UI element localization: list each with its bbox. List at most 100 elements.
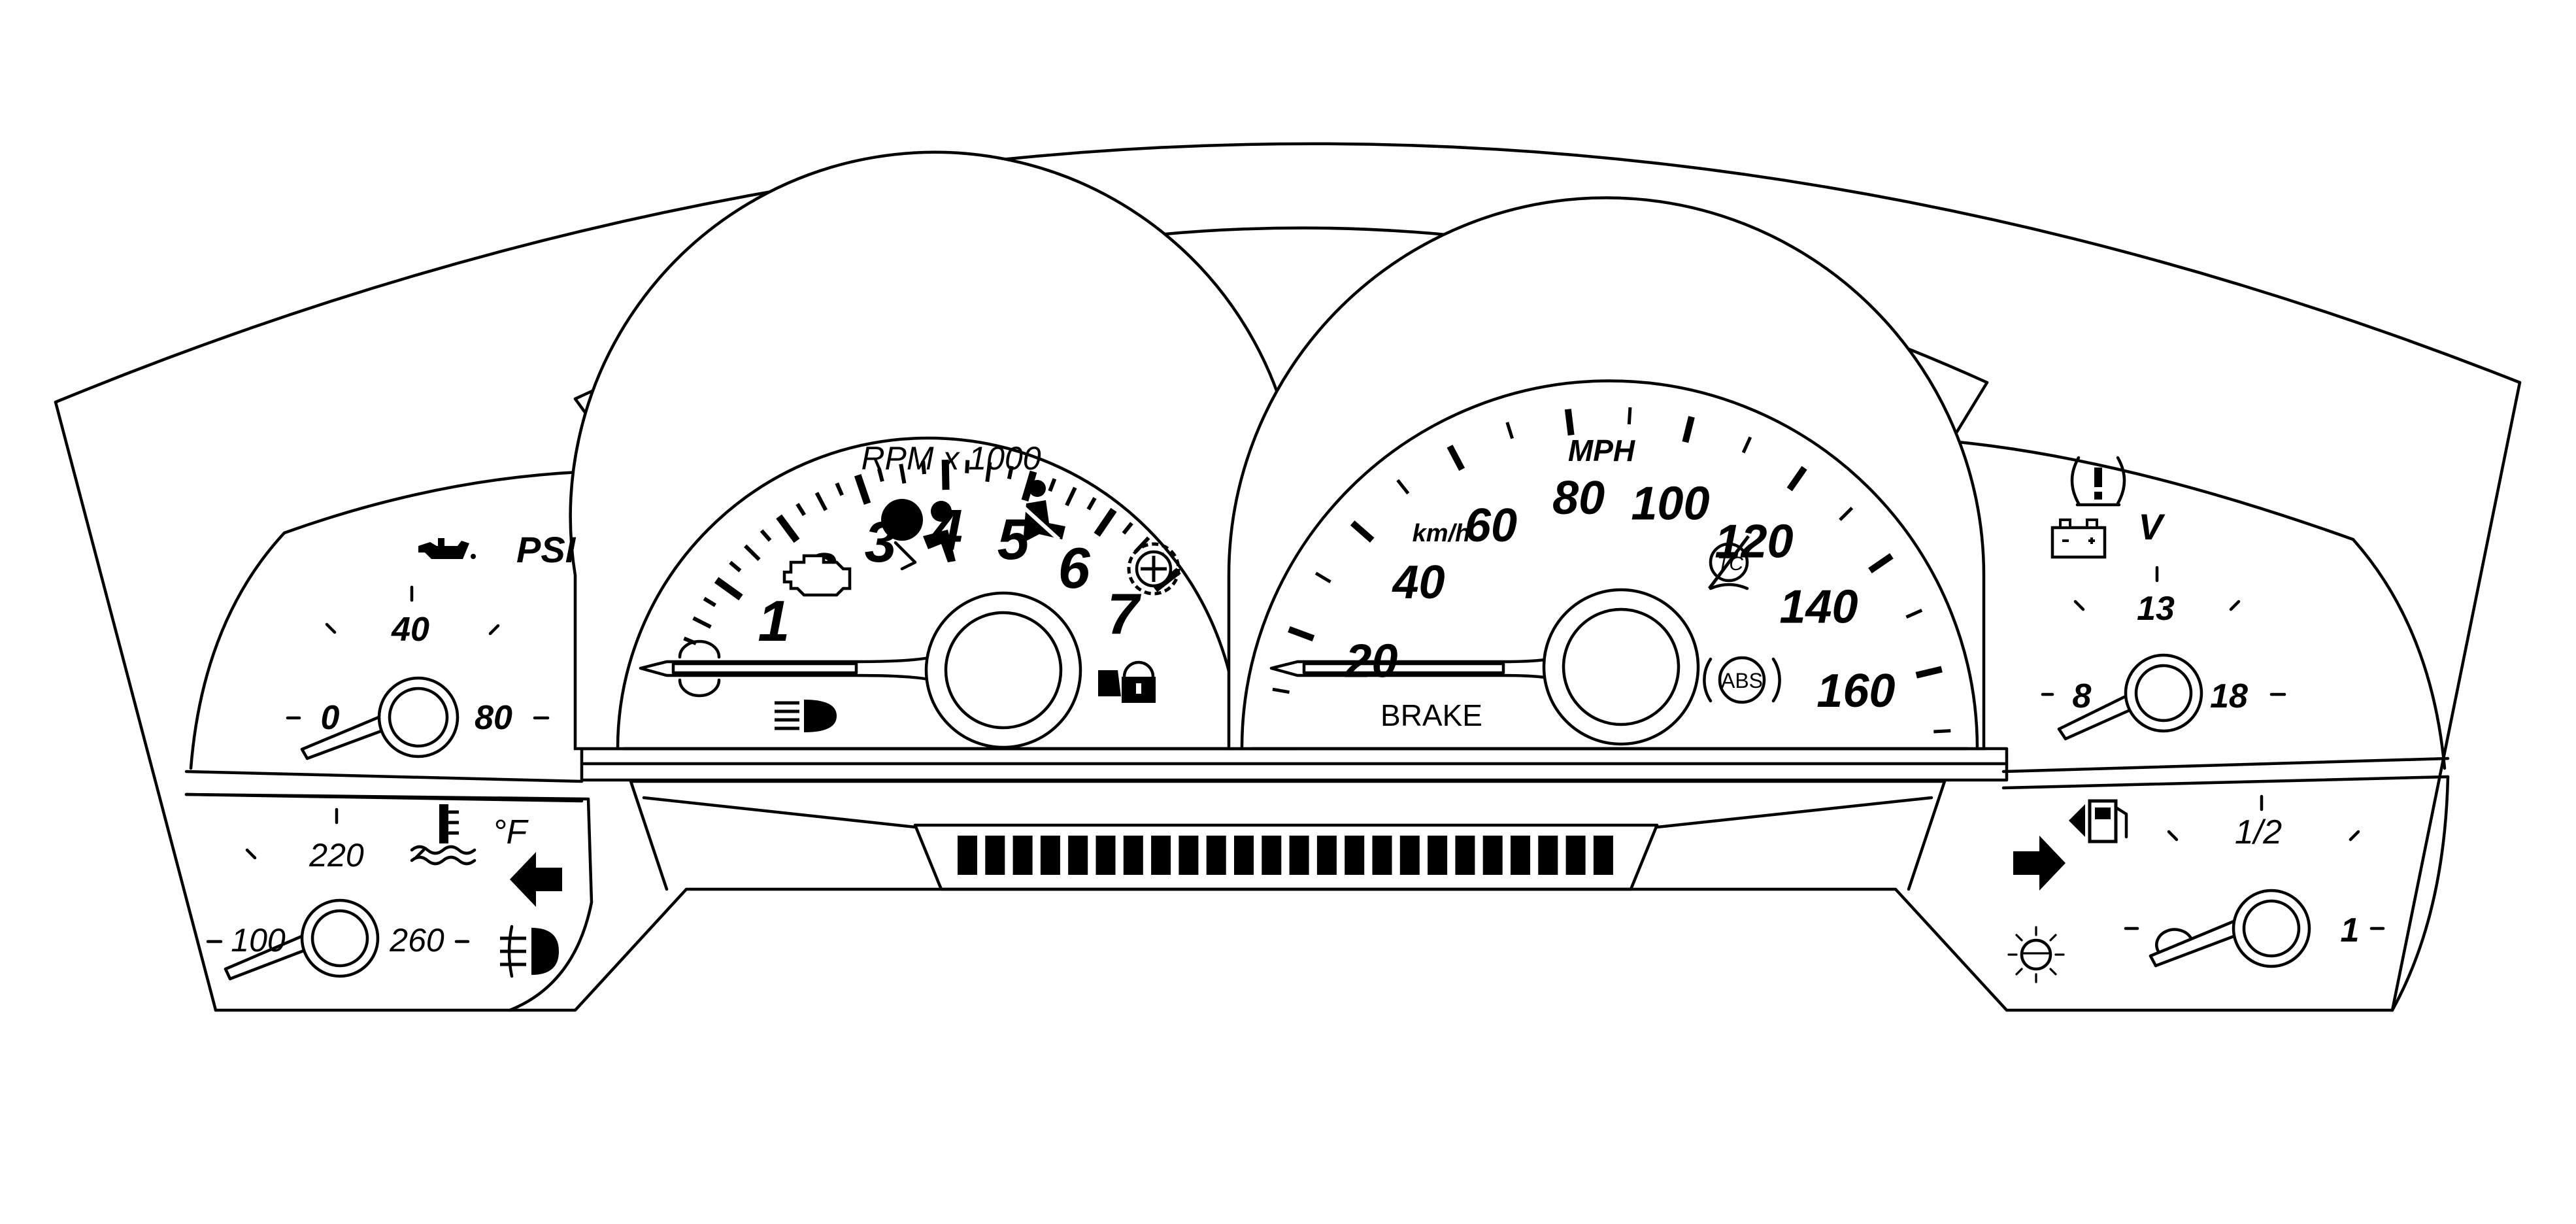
speedometer-ticks: [1272, 407, 1951, 734]
odometer-segment: [1068, 836, 1088, 875]
tach-tick: [899, 464, 907, 484]
tach-tick: [776, 514, 800, 543]
tach-tick: [1122, 522, 1133, 535]
odometer-segment: [1399, 836, 1420, 875]
tach-tick: [703, 596, 716, 607]
oil-can-icon: [418, 538, 476, 559]
odometer-segment: [1593, 836, 1613, 875]
speed-tick: [1868, 553, 1894, 573]
temp-label-260: 260: [389, 922, 444, 959]
battery-icon: [2050, 518, 2107, 559]
tach-tick: [854, 473, 871, 505]
odometer-segment: [1040, 836, 1060, 875]
tach-tick: [1086, 497, 1097, 511]
speed-label-100: 100: [1631, 477, 1709, 530]
speed-tick: [1314, 571, 1331, 584]
tire-pressure-icon: [2070, 456, 2126, 507]
tach-tick: [1065, 486, 1077, 507]
speedometer-needle: [1269, 588, 1700, 746]
speed-tick: [1682, 416, 1695, 443]
tach-tick: [714, 577, 743, 601]
tach-tick: [941, 459, 950, 490]
speed-label-160: 160: [1816, 665, 1895, 717]
tach-label-7: 7: [1107, 581, 1142, 646]
odometer-display: [958, 836, 1613, 875]
odometer-segment: [1345, 836, 1365, 875]
tach-label-6: 6: [1058, 536, 1091, 600]
temp-label-220: 220: [309, 837, 364, 874]
tach-tick: [877, 468, 884, 483]
brake-label: BRAKE: [1380, 698, 1482, 732]
fuel-gauge: 1/2 1: [2124, 794, 2385, 968]
tach-tick: [814, 492, 828, 511]
coolant-temp-icon: [410, 804, 477, 866]
temp-unit-label: °F: [493, 813, 529, 851]
odometer-segment: [1206, 836, 1226, 875]
security-lock-icon: [1098, 660, 1156, 703]
tc-label: TC: [1717, 553, 1743, 575]
odometer-segment: [1123, 836, 1143, 875]
speedometer-kmh-label: km/h: [1413, 520, 1471, 547]
tachometer-ticks: [683, 459, 1181, 645]
tach-tick: [835, 482, 844, 496]
speed-label-80: 80: [1552, 472, 1605, 524]
fuel-label-half: 1/2: [2235, 813, 2282, 851]
odometer-segment: [1482, 836, 1503, 875]
tach-tick: [1048, 478, 1057, 492]
odometer-segment: [1455, 836, 1475, 875]
temp-label-100: 100: [231, 922, 286, 959]
speed-tick: [1447, 445, 1465, 471]
odometer-segment: [1179, 836, 1199, 875]
tach-tick: [985, 462, 992, 483]
odometer-segment: [1511, 836, 1530, 875]
tach-tick: [692, 616, 712, 629]
odometer-segment: [985, 836, 1005, 875]
tach-tick: [744, 544, 761, 561]
temperature-gauge: °F 100 220 260: [206, 808, 529, 981]
temp-needle: [224, 898, 380, 981]
headlamp-icon: [775, 700, 837, 732]
tach-label-1: 1: [758, 588, 790, 653]
traction-control-off-icon: TC: [1708, 535, 1750, 590]
odometer-segment: [1096, 836, 1116, 875]
tachometer-needle: [639, 591, 1082, 749]
fuel-needle: [2149, 889, 2311, 968]
speedometer-mph-label: MPH: [1568, 434, 1635, 468]
volt-label-18: 18: [2210, 677, 2248, 715]
odometer-segment: [1565, 836, 1586, 875]
odometer-segment: [1151, 836, 1171, 875]
tachometer-title: RPM x 1000: [861, 440, 1041, 477]
oil-needle: [300, 676, 460, 760]
speed-tick: [1350, 520, 1375, 543]
tach-tick: [1094, 507, 1117, 537]
abs-label: ABS: [1721, 669, 1763, 692]
oil-pressure-gauge: PSI 0 40 80: [286, 529, 577, 760]
airbag-icon: [881, 499, 956, 571]
speed-tick: [1741, 436, 1752, 454]
speed-tick: [1905, 609, 1923, 619]
odometer-segment: [1262, 836, 1282, 875]
odometer-segment: [1538, 836, 1558, 875]
speed-label-120: 120: [1715, 515, 1793, 568]
speed-tick: [1786, 466, 1807, 492]
tach-tick: [1007, 466, 1014, 480]
volt-needle: [2057, 653, 2203, 741]
tach-tick: [921, 460, 927, 475]
odometer-segment: [1012, 836, 1033, 875]
speed-tick: [1915, 666, 1943, 679]
odometer-segment: [1316, 836, 1337, 875]
lamp-sun-icon: [2007, 926, 2065, 983]
volt-unit-label: V: [2138, 506, 2166, 547]
tach-tick: [760, 529, 772, 542]
check-engine-icon: [782, 554, 852, 597]
tach-tick: [1021, 470, 1037, 502]
speed-tick: [1839, 507, 1854, 521]
fuel-label-full: 1: [2341, 911, 2360, 949]
right-turn-arrow-icon: [2013, 836, 2066, 891]
left-turn-arrow-icon: [510, 852, 562, 907]
odometer-segment: [1289, 836, 1309, 875]
tachometer: RPM x 1000 1234567: [569, 150, 1296, 751]
seatbelt-icon: [1021, 480, 1065, 543]
oil-psi-label: PSI: [516, 529, 577, 570]
